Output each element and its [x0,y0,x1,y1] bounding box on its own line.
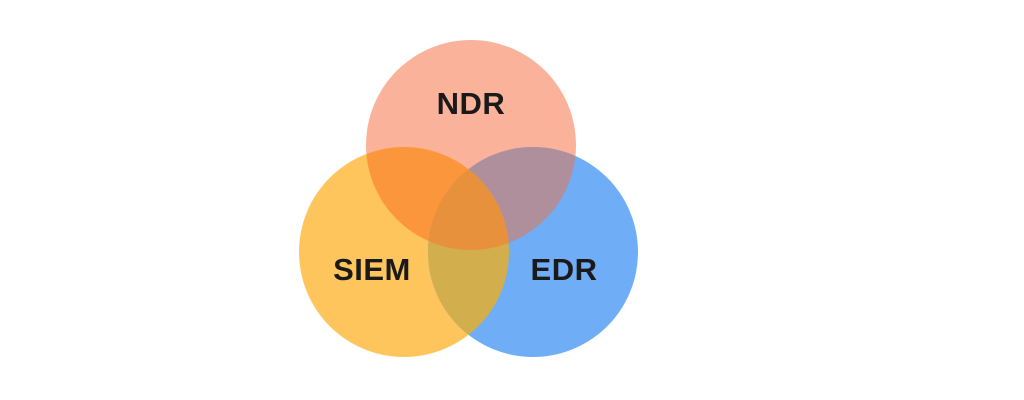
edr-label: EDR [531,252,598,287]
ndr-label: NDR [437,86,506,121]
siem-label: SIEM [333,252,411,287]
